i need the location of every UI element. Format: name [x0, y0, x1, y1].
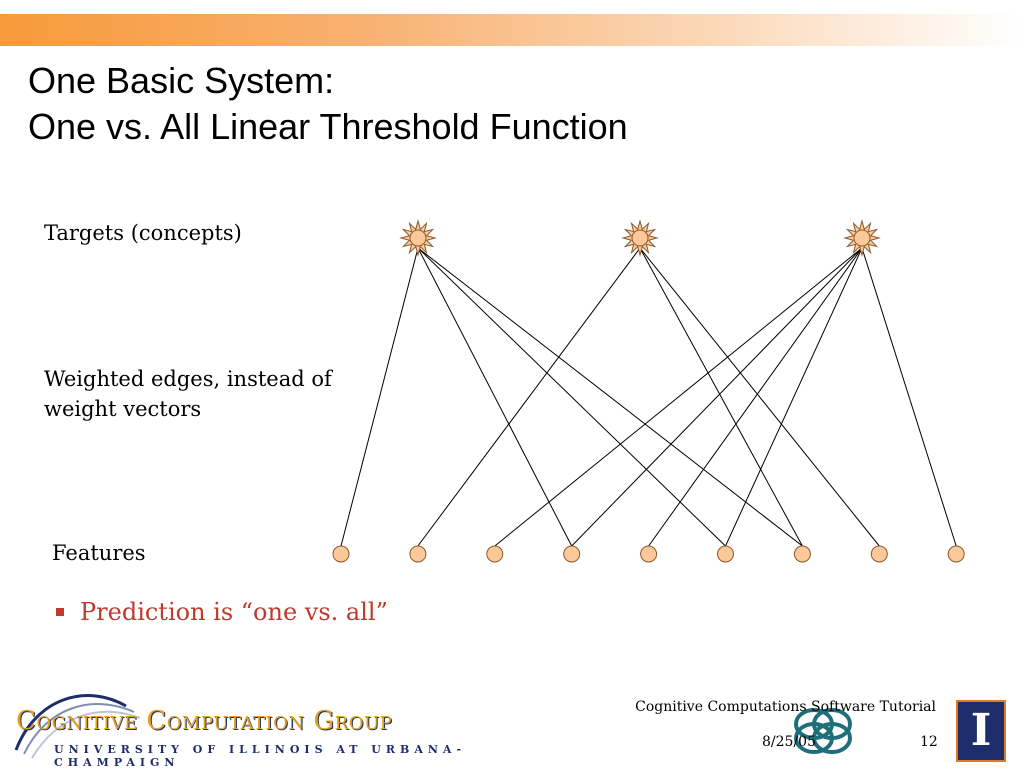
weighted-edge: [417, 247, 641, 547]
group-logo: Cognitive Computation Group UNIVERSITY O…: [6, 688, 496, 769]
features-layer: [332, 545, 965, 563]
feature-node: [793, 545, 811, 563]
weighted-edge: [417, 247, 803, 547]
feature-node: [870, 545, 888, 563]
weighted-edge: [725, 247, 863, 547]
target-node-core: [853, 229, 871, 247]
target-node: [621, 219, 659, 257]
target-node-core: [409, 229, 427, 247]
slide-title: One Basic System: One vs. All Linear Thr…: [28, 58, 628, 150]
weighted-edge: [648, 247, 863, 547]
slide-title-line-1: One Basic System:: [28, 60, 335, 101]
weighted-edge: [494, 247, 863, 547]
title-accent-bar: [0, 14, 1024, 46]
target-node: [843, 219, 881, 257]
targets-label: Targets (concepts): [44, 221, 242, 245]
bullet-marker: [56, 608, 64, 616]
logo-swoosh-icon: [14, 694, 141, 759]
bullet-text: Prediction is “one vs. all”: [80, 598, 388, 626]
weighted-edge: [340, 247, 419, 547]
footer-page-number: 12: [920, 734, 938, 750]
weighted-edge: [639, 247, 803, 547]
weighted-edge: [571, 247, 863, 547]
feature-node: [332, 545, 350, 563]
feature-node: [409, 545, 427, 563]
feature-node: [640, 545, 658, 563]
features-label: Features: [52, 541, 146, 565]
bullet-item: Prediction is “one vs. all”: [56, 598, 388, 626]
weighted-edge: [417, 247, 726, 547]
weighted-edge: [639, 247, 880, 547]
illinois-logo-icon: I: [956, 700, 1006, 762]
feature-node: [486, 545, 504, 563]
footer-title: Cognitive Computations Software Tutorial: [635, 699, 936, 715]
footer-date: 8/25/05: [762, 734, 816, 750]
feature-node: [563, 545, 581, 563]
edges-layer: [340, 247, 957, 547]
illinois-logo-letter: I: [970, 705, 992, 756]
feature-node: [717, 545, 734, 563]
targets-layer: [399, 219, 881, 257]
feature-node: [947, 545, 965, 563]
target-node-core: [631, 229, 649, 247]
logo-name: Cognitive Computation Group: [16, 706, 393, 736]
logo-university: UNIVERSITY OF ILLINOIS AT URBANA-CHAMPAI…: [54, 743, 467, 769]
slide-title-line-2: One vs. All Linear Threshold Function: [28, 106, 628, 147]
knot-icon: [794, 708, 852, 754]
weighted-edge: [417, 247, 573, 547]
weighted-edges-label: Weighted edges, instead of weight vector…: [44, 367, 332, 421]
target-node: [399, 219, 437, 257]
weighted-edge: [861, 247, 957, 547]
